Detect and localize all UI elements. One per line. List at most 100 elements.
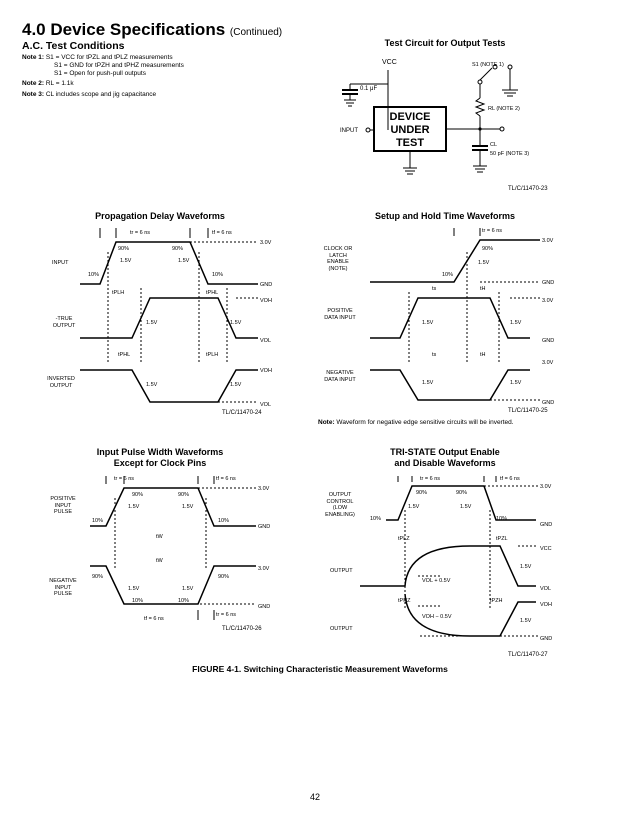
- sh-15c: 1.5V: [510, 320, 522, 326]
- pd-input-label: INPUT: [52, 260, 69, 266]
- tc-device-line-3: TEST: [396, 137, 424, 149]
- sh-clock-label: CLOCK OR LATCH ENABLE (NOTE): [323, 246, 353, 272]
- ts-10b: 10%: [496, 516, 507, 522]
- test-circuit-title: Test Circuit for Output Tests: [384, 38, 506, 48]
- ts-v30: 3.0V: [540, 484, 552, 490]
- tc-device-line-2: UNDER: [390, 124, 429, 136]
- ts-voh: VOH: [540, 602, 552, 608]
- sh-gnd-2: GND: [542, 338, 554, 344]
- sh-v30-1: 3.0V: [542, 238, 554, 244]
- pw-tr-bottom-label: tr = 6 ns: [216, 612, 236, 618]
- pd-15a: 1.5V: [120, 258, 132, 264]
- pd-ref: TL/C/11470-24: [222, 410, 262, 416]
- pw-15b: 1.5V: [182, 504, 194, 510]
- prop-delay-diagram: tr = 6 ns tf = 6 ns 3.0V GND 90% 90% 10%…: [80, 228, 272, 408]
- sh-note-text: Waveform for negative edge sensitive cir…: [336, 419, 514, 426]
- ts-gnd-2: GND: [540, 636, 552, 642]
- sh-th-2: tH: [480, 352, 486, 358]
- tc-s1-label: S1 (NOTE 1): [472, 62, 504, 68]
- pw-tf-top-label: tf = 6 ns: [216, 476, 236, 482]
- section-subtitle: A.C. Test Conditions: [22, 40, 125, 52]
- pw-10d: 10%: [178, 598, 189, 604]
- figure-caption: FIGURE 4-1. Switching Characteristic Mea…: [192, 664, 448, 674]
- pd-90a: 90%: [118, 246, 129, 252]
- tc-input-label: INPUT: [340, 128, 358, 134]
- pulse-width-title-2: Except for Clock Pins: [113, 458, 207, 468]
- pulse-width-title: Input Pulse Width Waveforms: [96, 447, 224, 457]
- tc-cap-label: 0.1 μF: [360, 86, 377, 92]
- pd-voh-1: VOH: [260, 298, 272, 304]
- sh-v30-2: 3.0V: [542, 298, 554, 304]
- pd-15e: 1.5V: [146, 382, 158, 388]
- note-2-label: Note 2:: [22, 80, 45, 87]
- ts-tf-label: tf = 6 ns: [500, 476, 520, 482]
- pd-tphl-1: tPHL: [206, 290, 218, 296]
- continued-label: (Continued): [229, 27, 283, 38]
- ts-15a: 1.5V: [408, 504, 420, 510]
- note-1: Note 1: S1 = VCC for tPZL and tPLZ measu…: [22, 54, 184, 78]
- note-3-label: Note 3:: [22, 91, 45, 98]
- pw-90a: 90%: [132, 492, 143, 498]
- sh-10: 10%: [442, 272, 453, 278]
- pw-v30-2: 3.0V: [258, 566, 270, 572]
- tc-vcc-label: VCC: [382, 59, 397, 66]
- sh-gnd-1: GND: [542, 280, 554, 286]
- ts-15c: 1.5V: [520, 564, 532, 570]
- ts-gnd-1: GND: [540, 522, 552, 528]
- note-3-line: CL includes scope and jig capacitance: [45, 91, 157, 98]
- sh-th-1: tH: [480, 286, 486, 292]
- tc-cl-label: CL: [490, 142, 497, 148]
- ts-output-label-2: OUTPUT: [330, 626, 353, 632]
- ts-vol05: VOL + 0.5V: [422, 578, 451, 584]
- sh-ts-2: ts: [432, 352, 437, 358]
- pd-tphl-2: tPHL: [118, 352, 130, 358]
- pw-90b: 90%: [178, 492, 189, 498]
- test-circuit-diagram: VCC 0.1 μF S1 (NOTE 1) RL (NOTE 2) CL 50…: [340, 59, 529, 175]
- sh-15d: 1.5V: [422, 380, 434, 386]
- pd-15c: 1.5V: [146, 320, 158, 326]
- ts-tpzh: tPZH: [490, 598, 503, 604]
- pd-10b: 10%: [212, 272, 223, 278]
- pw-10c: 10%: [132, 598, 143, 604]
- tristate-title-2: and Disable Waveforms: [394, 458, 496, 468]
- tristate-diagram: tr = 6 ns tf = 6 ns 3.0V GND 90% 90% 1.5…: [360, 476, 552, 642]
- tc-device-line-1: DEVICE: [390, 111, 431, 123]
- ts-vol: VOL: [540, 586, 551, 592]
- ts-15b: 1.5V: [460, 504, 472, 510]
- ts-tpzl: tPZL: [496, 536, 508, 542]
- pd-10a: 10%: [88, 272, 99, 278]
- note-1-line-3: S1 = Open for push-pull outputs: [54, 70, 146, 77]
- sh-15b: 1.5V: [422, 320, 434, 326]
- sh-90: 90%: [482, 246, 493, 252]
- ts-tphz: tPHZ: [398, 598, 411, 604]
- pw-15a: 1.5V: [128, 504, 140, 510]
- ts-tr-label: tr = 6 ns: [420, 476, 440, 482]
- note-2-line: RL = 1.1k: [45, 80, 74, 87]
- sh-note-label: Note:: [318, 419, 335, 426]
- setup-hold-diagram: tr = 6 ns 3.0V GND 90% 1.5V 10% ts tH 3.…: [370, 228, 554, 406]
- prop-delay-title: Propagation Delay Waveforms: [95, 211, 225, 221]
- sh-ts-1: ts: [432, 286, 437, 292]
- section-title: 4.0 Device Specifications (Continued): [22, 20, 282, 40]
- sh-tr-label: tr = 6 ns: [482, 228, 502, 234]
- pd-true-output-label: -TRUE OUTPUT: [52, 316, 76, 329]
- sh-15e: 1.5V: [510, 380, 522, 386]
- ts-90b: 90%: [456, 490, 467, 496]
- pw-90c: 90%: [92, 574, 103, 580]
- ts-output-label-1: OUTPUT: [330, 568, 353, 574]
- sh-v30-3: 3.0V: [542, 360, 554, 366]
- pw-10b: 10%: [218, 518, 229, 524]
- ts-control-label: OUTPUT CONTROL (LOW ENABLING): [325, 492, 355, 518]
- pd-v30-label: 3.0V: [260, 240, 272, 246]
- pd-15b: 1.5V: [178, 258, 190, 264]
- pw-10a: 10%: [92, 518, 103, 524]
- sh-note: Note: Waveform for negative edge sensiti…: [318, 419, 514, 427]
- page-number: 42: [309, 792, 320, 802]
- tc-ref: TL/C/11470-23: [508, 186, 548, 192]
- pw-gnd-1: GND: [258, 524, 270, 530]
- pd-tplh-1: tPLH: [112, 290, 124, 296]
- pw-tf-bottom-label: tf = 6 ns: [144, 616, 164, 622]
- pd-vol-1: VOL: [260, 338, 271, 344]
- note-1-line-1: S1 = VCC for tPZL and tPLZ measurements: [45, 54, 173, 61]
- pw-negative-label: NEGATIVE INPUT PULSE: [49, 578, 77, 597]
